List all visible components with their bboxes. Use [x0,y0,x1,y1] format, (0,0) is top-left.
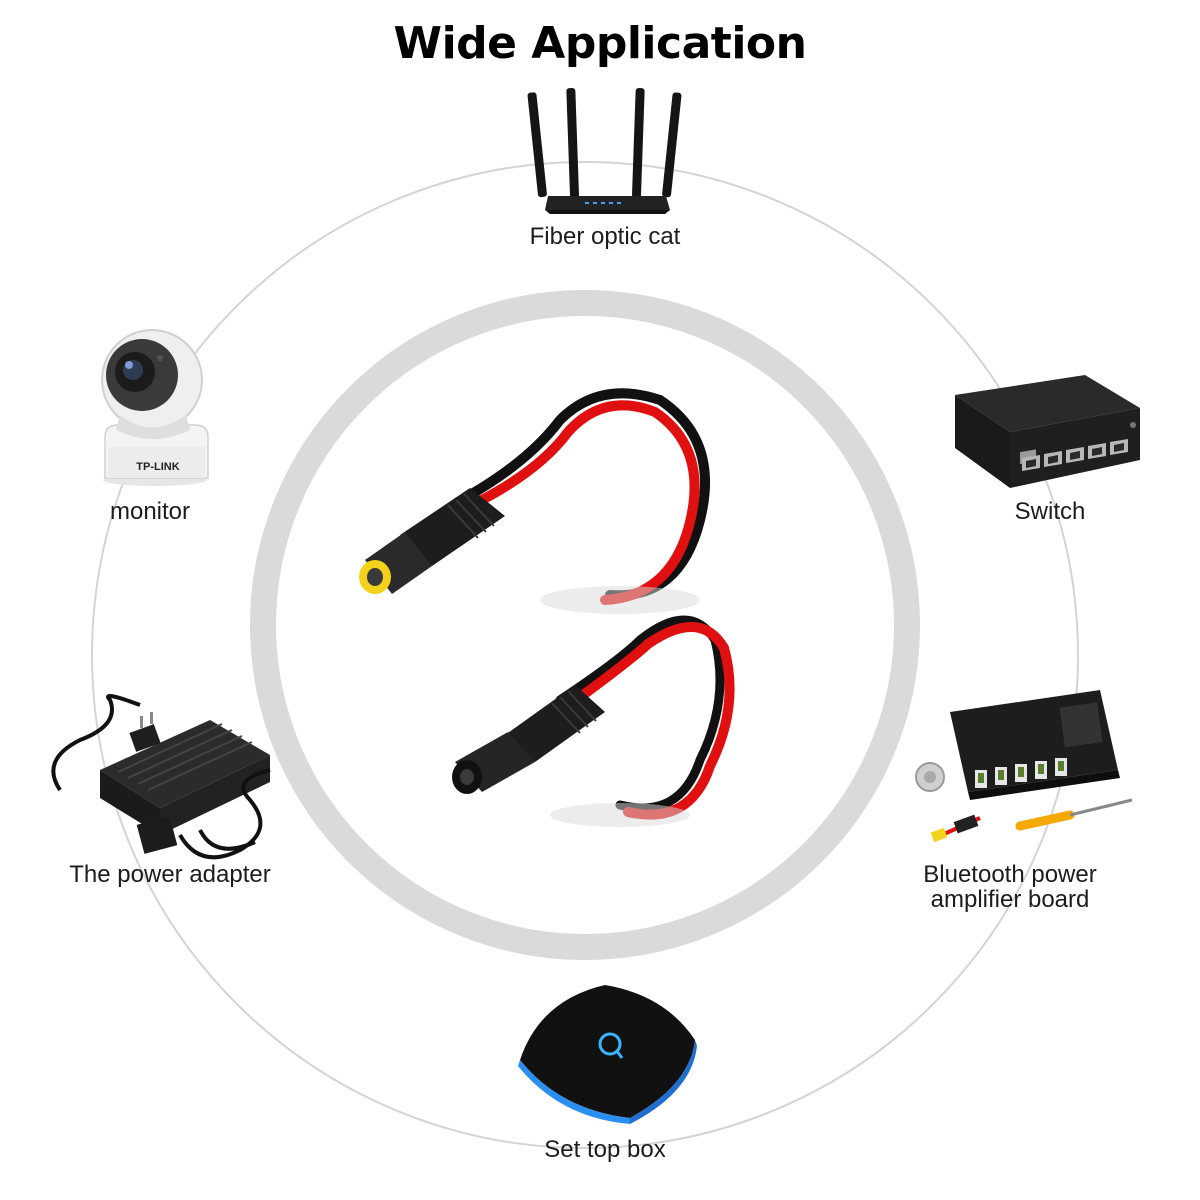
camera-logo-text: TP-LINK [136,461,179,473]
outer-circle [91,161,1079,1149]
adapter-label: The power adapter [69,861,271,888]
security-camera-icon [101,329,209,486]
settopbox-label: Set top box [544,1136,666,1163]
power-adapter-icon [51,694,271,860]
male-dc-pigtail [359,388,710,614]
set-top-box-icon [518,985,697,1124]
inner-ring [250,290,920,960]
amplifier-label-line2: amplifier board [930,886,1090,913]
router-label: Fiber optic cat [529,223,681,250]
amplifier-board-icon [915,690,1133,843]
dc-power-cable-icon [359,388,735,827]
camera-label: monitor [109,498,191,525]
female-dc-pigtail [452,615,735,827]
switch-label: Switch [1014,498,1086,525]
router-icon [527,87,682,214]
amplifier-label-line1: Bluetooth power [923,861,1097,888]
network-switch-icon [955,375,1140,488]
page-title: Wide Application [393,18,807,69]
